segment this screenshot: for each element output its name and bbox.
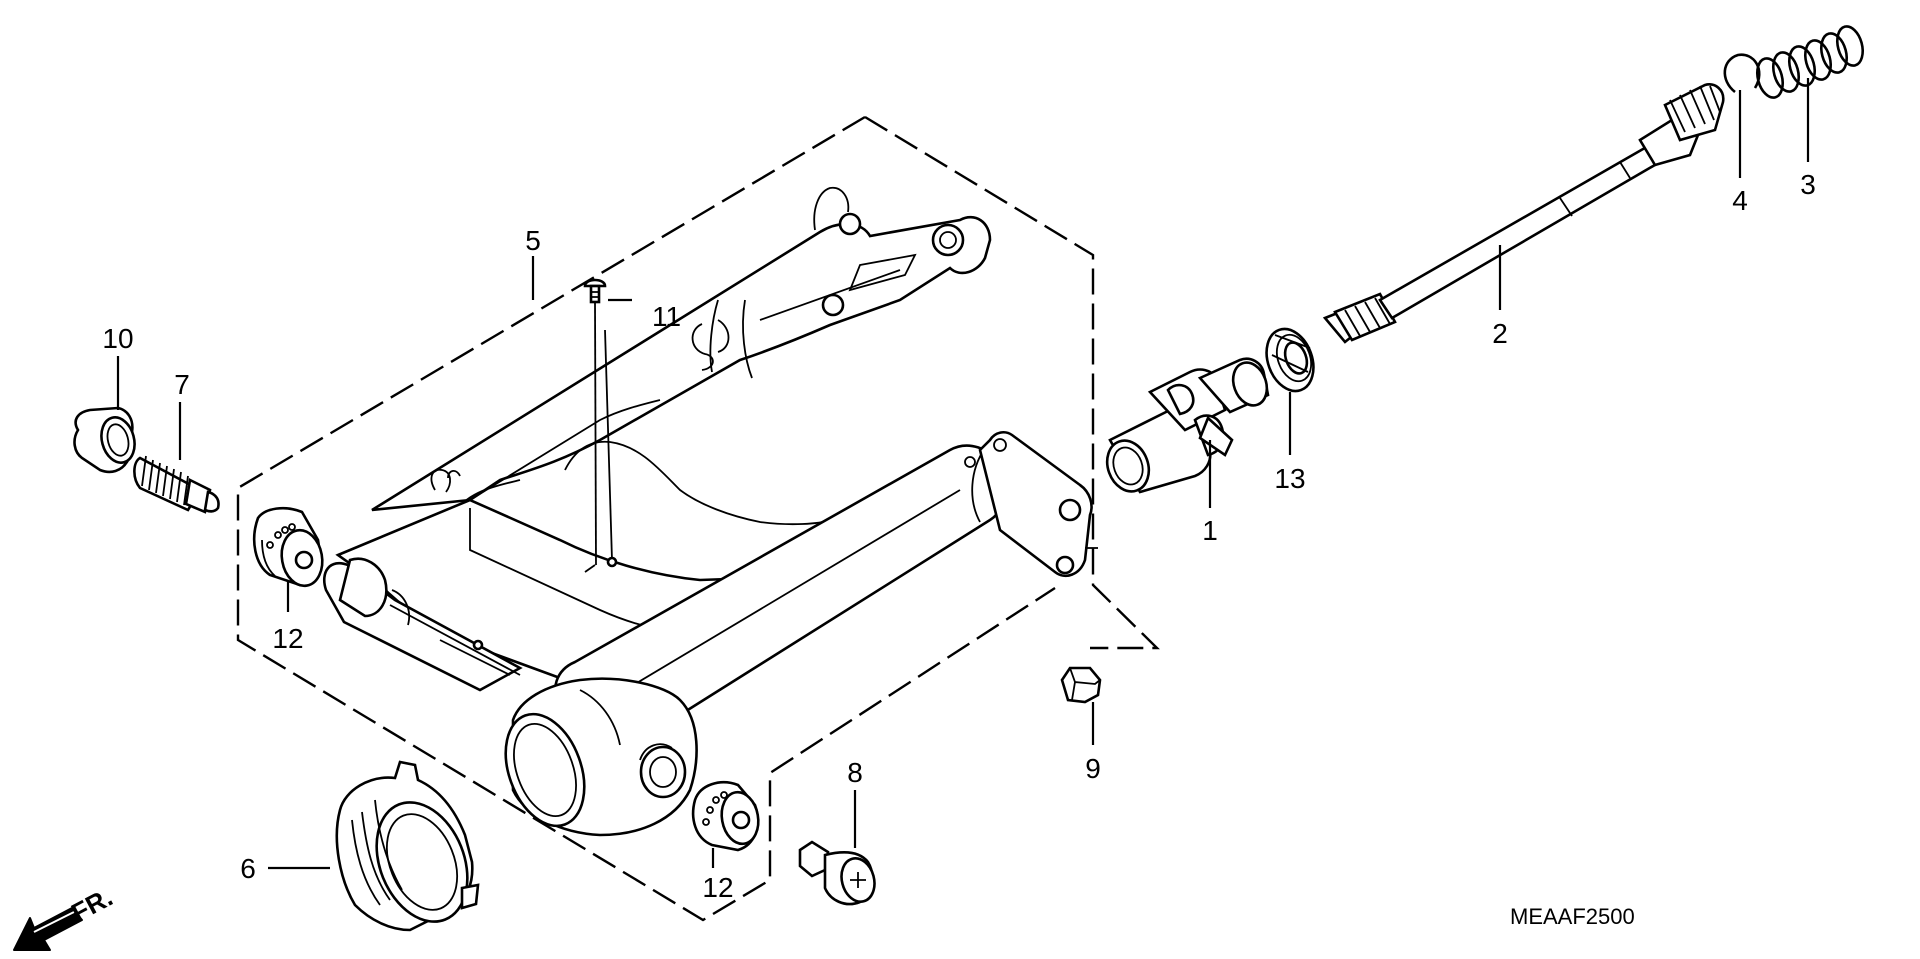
oil-seal-part-13 bbox=[1265, 327, 1315, 393]
callout-4: 4 bbox=[1732, 185, 1748, 216]
callout-1: 1 bbox=[1202, 515, 1218, 546]
drive-shaft-part-2 bbox=[1322, 83, 1725, 344]
circlip-part-4 bbox=[1723, 53, 1761, 94]
front-direction-marker: FR. bbox=[13, 882, 117, 951]
universal-joint-part-1 bbox=[1105, 357, 1270, 494]
boot-part-6 bbox=[335, 760, 480, 932]
callout-12-lower: 12 bbox=[702, 872, 733, 903]
spring-part-3 bbox=[1756, 25, 1864, 99]
leader-lines bbox=[116, 78, 1810, 870]
callout-12-upper: 12 bbox=[272, 623, 303, 654]
callout-8: 8 bbox=[847, 757, 863, 788]
pivot-bolt-part-7 bbox=[133, 455, 220, 514]
callout-numbers: 5 11 10 7 12 6 12 8 9 1 13 2 4 3 bbox=[102, 169, 1815, 903]
callout-3: 3 bbox=[1800, 169, 1816, 200]
diagram-code: MEAAF2500 bbox=[1510, 904, 1635, 929]
callout-9: 9 bbox=[1085, 753, 1101, 784]
swingarm bbox=[323, 186, 1098, 837]
cap-nut-part-9 bbox=[1060, 666, 1102, 704]
bearing-part-12-lower bbox=[691, 780, 760, 852]
callout-11: 11 bbox=[652, 301, 681, 332]
front-direction-arrow-icon bbox=[13, 907, 83, 951]
swingarm-assembly-boundary bbox=[236, 115, 1160, 922]
callout-10: 10 bbox=[102, 323, 133, 354]
bearing-part-12-upper bbox=[252, 506, 324, 588]
callout-2: 2 bbox=[1492, 318, 1508, 349]
callout-7: 7 bbox=[174, 369, 190, 400]
callout-13: 13 bbox=[1274, 463, 1305, 494]
drain-bolt-part-8 bbox=[798, 840, 876, 906]
callout-5: 5 bbox=[525, 225, 541, 256]
cap-part-10 bbox=[73, 406, 136, 474]
bolt-part-11 bbox=[583, 278, 618, 573]
callout-6: 6 bbox=[240, 853, 256, 884]
